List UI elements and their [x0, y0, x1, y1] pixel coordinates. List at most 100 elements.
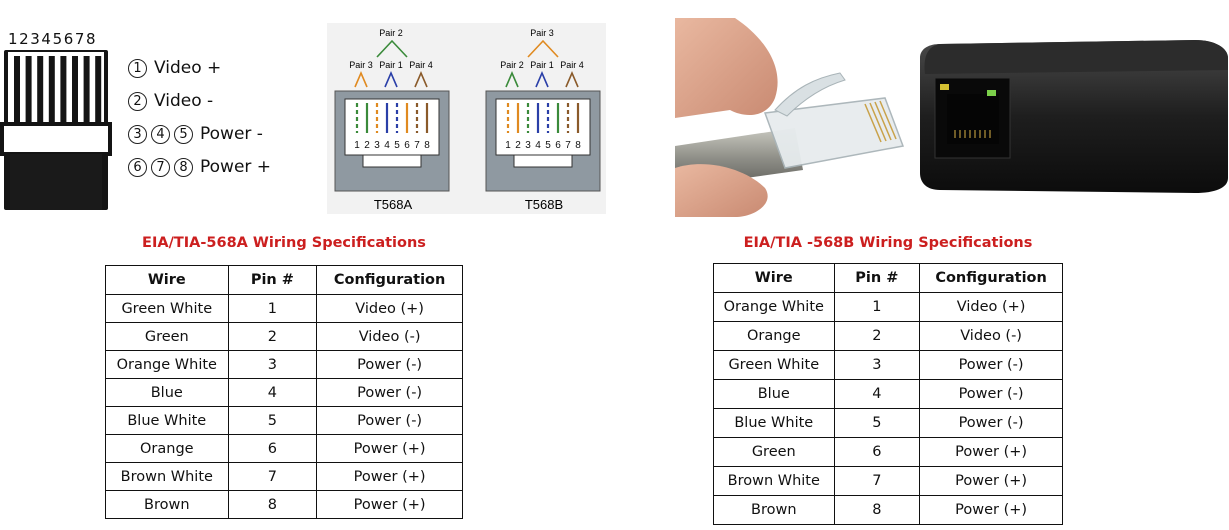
- jack-pin-number: 6: [404, 140, 410, 151]
- configuration-cell: Power (+): [919, 495, 1063, 525]
- configuration-cell: Power (-): [316, 406, 463, 435]
- pin-number-circle: 8: [174, 158, 193, 177]
- configuration-cell: Power (+): [316, 462, 463, 491]
- pair-label: Pair 4: [560, 60, 584, 70]
- wire-cell: Green: [713, 437, 835, 467]
- pair-label: Pair 2: [500, 60, 524, 70]
- plug-contact: [95, 56, 102, 122]
- configuration-cell: Video (-): [919, 321, 1063, 351]
- pin-cell: 7: [833, 466, 921, 496]
- pin-number-circle: 1: [128, 59, 147, 78]
- pin-number-circle: 3: [128, 125, 147, 144]
- plug-contact: [14, 56, 20, 122]
- configuration-cell: Power (+): [919, 437, 1063, 467]
- jack-opening: [344, 98, 440, 156]
- table-a-title: EIA/TIA-568A Wiring Specifications: [142, 235, 426, 251]
- pin-cell: 1: [227, 294, 318, 323]
- pair-arch: [376, 39, 408, 58]
- pin-number-circle: 5: [174, 125, 193, 144]
- pin-number-row: 12345678: [8, 30, 98, 48]
- jack-pin-number: 1: [505, 140, 511, 151]
- jack-latch: [362, 154, 422, 168]
- jack-pin-number: 7: [565, 140, 571, 151]
- jack-pin-number: 3: [525, 140, 531, 151]
- pin-cell: 2: [833, 321, 921, 351]
- wire-cell: Blue White: [105, 406, 229, 435]
- column-header: Pin #: [833, 263, 921, 293]
- wire-cell: Orange: [105, 434, 229, 463]
- pin-cell: 7: [227, 462, 318, 491]
- wire-cell: Brown: [105, 490, 229, 519]
- legend-row: 1 Video +: [128, 52, 271, 85]
- configuration-cell: Video (+): [316, 294, 463, 323]
- wire-cell: Green White: [713, 350, 835, 380]
- pair-label: Pair 4: [409, 60, 433, 70]
- wire-cell: Blue: [713, 379, 835, 409]
- plug-contact: [37, 56, 44, 122]
- configuration-cell: Power (+): [919, 466, 1063, 496]
- configuration-cell: Power (-): [316, 350, 463, 379]
- configuration-cell: Power (+): [316, 434, 463, 463]
- jack-pin-number: 3: [374, 140, 380, 151]
- pair-label: Pair 3: [349, 60, 373, 70]
- configuration-cell: Power (+): [316, 490, 463, 519]
- plug-contact: [83, 56, 90, 122]
- pair-arch: [565, 70, 579, 88]
- jack-standard-label: T568B: [525, 197, 563, 212]
- pin-cell: 6: [833, 437, 921, 467]
- wire-cell: Blue: [105, 378, 229, 407]
- column-header: Wire: [713, 263, 835, 293]
- pair-arch: [354, 70, 368, 88]
- wire-cell: Green: [105, 322, 229, 351]
- pin-number-circle: 7: [151, 158, 170, 177]
- pin-number-circle: 2: [128, 92, 147, 111]
- jack-pin-number: 4: [535, 140, 541, 151]
- pair-label: Pair 1: [379, 60, 403, 70]
- wire-cell: Brown White: [105, 462, 229, 491]
- pin-number-circle: 6: [128, 158, 147, 177]
- jack-pin-number: 5: [394, 140, 400, 151]
- jack-pin-number: 7: [414, 140, 420, 151]
- pin-cell: 3: [227, 350, 318, 379]
- jack-pin-number: 8: [575, 140, 581, 151]
- configuration-cell: Power (-): [919, 350, 1063, 380]
- configuration-cell: Video (+): [919, 292, 1063, 322]
- jack-latch: [513, 154, 573, 168]
- configuration-cell: Power (-): [316, 378, 463, 407]
- jack-pin-number: 4: [384, 140, 390, 151]
- pair-arch: [384, 70, 398, 88]
- plug-contact: [60, 56, 67, 122]
- pin-cell: 8: [227, 490, 318, 519]
- jack-pin-number: 2: [515, 140, 521, 151]
- pin-cell: 6: [227, 434, 318, 463]
- plug-contact: [72, 56, 78, 122]
- wire-cell: Green White: [105, 294, 229, 323]
- plug-contact: [48, 56, 55, 122]
- pin-cell: 2: [227, 322, 318, 351]
- wire-cell: Brown: [713, 495, 835, 525]
- legend-label: Power +: [200, 157, 272, 177]
- jack-pin-number: 8: [424, 140, 430, 151]
- legend-label: Video +: [154, 58, 222, 78]
- jack-standard-label: T568A: [374, 197, 413, 212]
